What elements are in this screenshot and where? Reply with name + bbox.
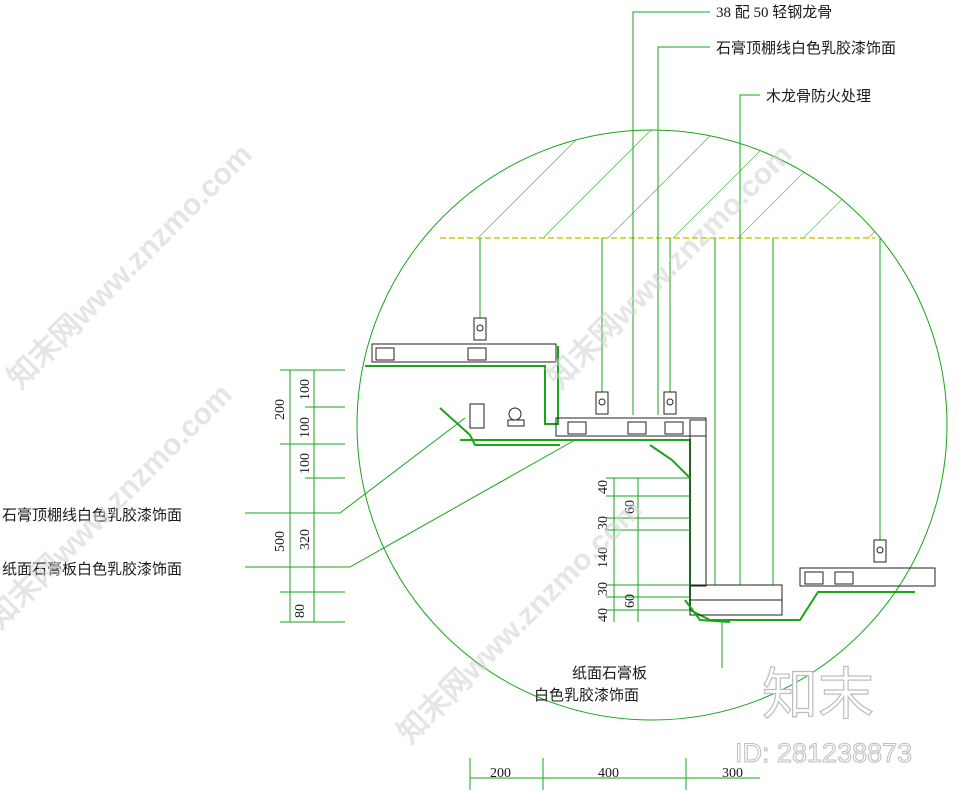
leader-lines-left bbox=[245, 417, 723, 668]
dim-mid-40a: 40 bbox=[596, 480, 611, 494]
label-gypsum-line-top: 石膏顶棚线白色乳胶漆饰面 bbox=[716, 40, 896, 57]
bottom-dimension-chain bbox=[469, 758, 760, 790]
dim-left-100c: 100 bbox=[298, 453, 313, 474]
dim-left-500: 500 bbox=[273, 531, 288, 552]
slab-hatch bbox=[357, 130, 947, 238]
dim-mid-40b: 40 bbox=[596, 608, 611, 622]
dim-mid-140: 140 bbox=[596, 547, 611, 568]
watermark-logo: 知末 bbox=[762, 663, 874, 728]
label-paper-gypsum-bottom-1: 纸面石膏板 bbox=[572, 664, 647, 682]
cornices bbox=[439, 407, 731, 623]
dim-bottom-300: 300 bbox=[722, 766, 743, 781]
left-dimension-chain bbox=[280, 369, 345, 623]
watermark-1: 知末网www.znzmo.com bbox=[2, 138, 259, 395]
label-gypsum-line-left: 石膏顶棚线白色乳胶漆饰面 bbox=[2, 507, 182, 524]
label-wood-keel-fire: 木龙骨防火处理 bbox=[766, 88, 871, 105]
label-steel-keel: 38 配 50 轻钢龙骨 bbox=[716, 4, 832, 21]
middle-ceiling bbox=[460, 417, 915, 621]
dim-left-320: 320 bbox=[298, 529, 313, 550]
hanger-clips bbox=[473, 317, 887, 563]
dim-left-200: 200 bbox=[273, 399, 288, 420]
dim-left-80: 80 bbox=[293, 604, 308, 618]
upper-ceiling bbox=[365, 343, 559, 425]
dim-mid-60b: 60 bbox=[623, 594, 638, 608]
dim-left-100b: 100 bbox=[298, 417, 313, 438]
dim-bottom-400: 400 bbox=[598, 766, 619, 781]
dim-mid-30b: 30 bbox=[596, 582, 611, 596]
watermark-3: 知末网www.znzmo.com bbox=[0, 378, 239, 635]
light-fixture bbox=[469, 403, 525, 429]
watermark-id: ID: 281238873 bbox=[735, 738, 912, 768]
lower-right-ceiling bbox=[799, 567, 936, 587]
hanger-rods bbox=[479, 238, 881, 585]
dim-mid-30a: 30 bbox=[596, 516, 611, 530]
dim-mid-60a: 60 bbox=[623, 500, 638, 514]
middle-dimension-chain bbox=[606, 477, 690, 622]
dim-left-100a: 100 bbox=[298, 379, 313, 400]
dim-bottom-200: 200 bbox=[490, 766, 511, 781]
leader-lines-top bbox=[632, 11, 760, 585]
label-paper-gypsum-left: 纸面石膏板白色乳胶漆饰面 bbox=[2, 560, 182, 578]
label-paper-gypsum-bottom-2: 白色乳胶漆饰面 bbox=[534, 687, 639, 704]
